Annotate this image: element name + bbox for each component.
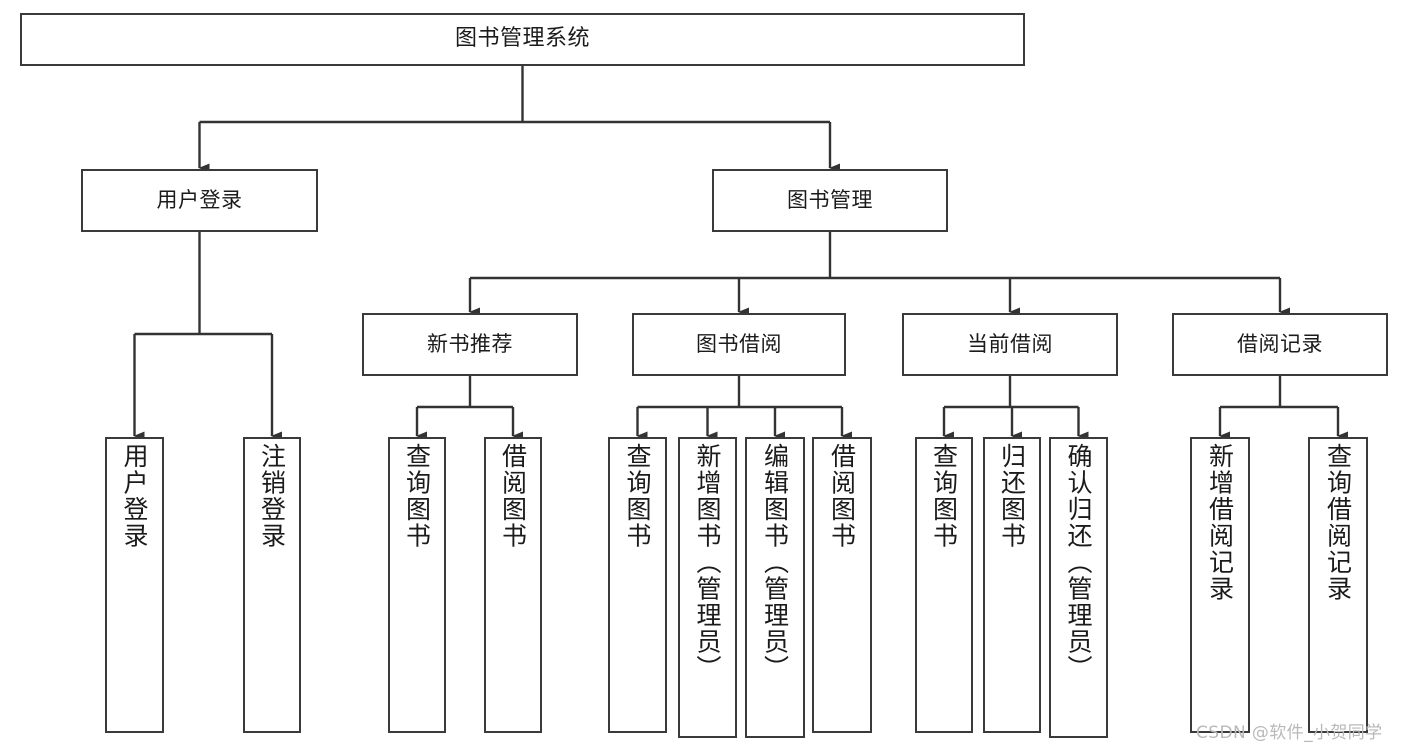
- node-leaf-edit-book-admin[interactable]: 编辑图书（管理员）: [745, 437, 805, 738]
- node-label: 借阅图书: [498, 443, 528, 549]
- node-label: 图书管理: [787, 187, 873, 212]
- node-leaf-add-book-admin[interactable]: 新增图书（管理员）: [678, 437, 737, 738]
- node-borrow-record[interactable]: 借阅记录: [1172, 313, 1388, 376]
- node-label: 注销登录: [257, 443, 287, 549]
- node-label: 图书借阅: [696, 331, 782, 356]
- node-book-management[interactable]: 图书管理: [712, 169, 948, 232]
- node-leaf-borrow-book-recommend[interactable]: 借阅图书: [484, 437, 542, 733]
- node-label: 查询图书: [402, 443, 432, 549]
- node-book-borrow[interactable]: 图书借阅: [632, 313, 846, 376]
- node-leaf-query-book-current[interactable]: 查询图书: [915, 437, 973, 733]
- node-label: 归还图书: [997, 443, 1027, 549]
- node-leaf-return-book[interactable]: 归还图书: [983, 437, 1041, 733]
- node-label: 新增图书（管理员）: [693, 443, 722, 682]
- node-label: 查询借阅记录: [1323, 443, 1353, 602]
- node-label: 当前借阅: [967, 331, 1053, 356]
- node-leaf-query-book-recommend[interactable]: 查询图书: [388, 437, 446, 733]
- csdn-watermark: CSDN @软件_小贺同学: [1196, 723, 1383, 743]
- node-label: 借阅记录: [1237, 331, 1323, 356]
- node-leaf-user-logout[interactable]: 注销登录: [243, 437, 301, 733]
- node-leaf-confirm-return-admin[interactable]: 确认归还（管理员）: [1049, 437, 1108, 738]
- node-label: 查询图书: [929, 443, 959, 549]
- node-label: 新增借阅记录: [1205, 443, 1235, 602]
- node-user-login[interactable]: 用户登录: [81, 169, 318, 232]
- node-label: 新书推荐: [427, 331, 513, 356]
- node-new-book-recommend[interactable]: 新书推荐: [362, 313, 578, 376]
- node-label: 用户登录: [156, 187, 243, 212]
- node-label: 图书管理系统: [454, 26, 590, 52]
- node-label: 借阅图书: [827, 443, 857, 549]
- node-label: 确认归还（管理员）: [1064, 443, 1093, 682]
- node-label: 编辑图书（管理员）: [760, 443, 790, 682]
- node-label: 用户登录: [120, 443, 149, 549]
- node-current-borrow[interactable]: 当前借阅: [902, 313, 1118, 376]
- node-label: 查询图书: [623, 443, 652, 549]
- node-leaf-borrow-book[interactable]: 借阅图书: [812, 437, 872, 733]
- node-leaf-add-borrow-record[interactable]: 新增借阅记录: [1190, 437, 1250, 733]
- node-leaf-query-book-borrow[interactable]: 查询图书: [608, 437, 667, 733]
- node-leaf-user-login[interactable]: 用户登录: [105, 437, 164, 733]
- node-leaf-query-borrow-record[interactable]: 查询借阅记录: [1308, 437, 1368, 733]
- node-root-system[interactable]: 图书管理系统: [20, 13, 1025, 66]
